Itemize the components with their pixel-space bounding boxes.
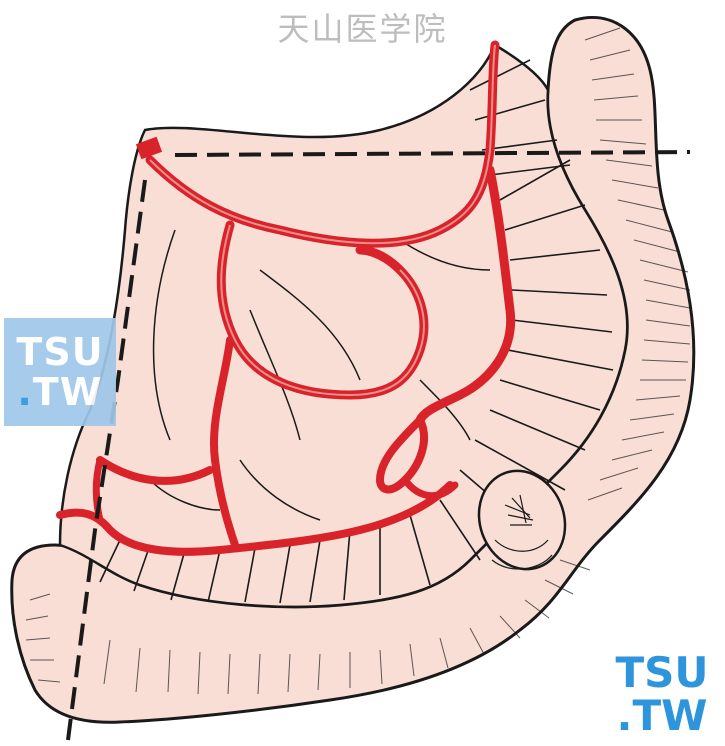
badge-line2-text: TW — [32, 370, 103, 414]
tsu-logo-right: TSU .TW — [606, 650, 718, 740]
tsu-watermark-left: TSU .TW — [4, 318, 116, 426]
arcade-highlight — [149, 44, 496, 397]
logo-line2-text: TW — [632, 691, 708, 740]
vertical-cut-line — [66, 179, 147, 741]
watermark-title: 天山医学院 — [277, 10, 448, 48]
horizontal-cut-line — [174, 150, 691, 157]
resection-lines — [66, 150, 691, 741]
ileocecal-knot — [477, 469, 567, 571]
badge-dot: . — [17, 370, 33, 414]
badge-line1: TSU — [16, 330, 104, 374]
logo-line1: TSU — [615, 648, 709, 697]
vessel-stump — [135, 136, 163, 160]
badge-line2: .TW — [17, 372, 102, 412]
logo-dot: . — [616, 691, 633, 740]
logo-line2: .TW — [617, 694, 708, 738]
